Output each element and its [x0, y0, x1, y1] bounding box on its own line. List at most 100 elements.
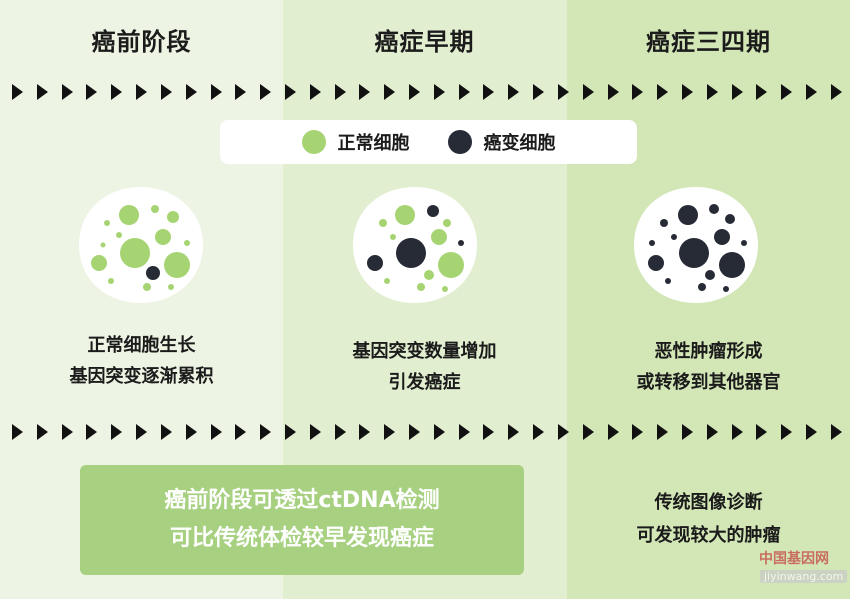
arrow-chevron-icon [508, 84, 520, 100]
arrow-chevron-icon [136, 424, 148, 440]
arrow-chevron-icon [681, 84, 693, 100]
arrow-chevron-icon [756, 84, 768, 100]
arrow-chevron-icon [111, 424, 123, 440]
arrow-chevron-icon [284, 84, 296, 100]
arrow-chevron-icon [731, 84, 743, 100]
arrow-chevron-icon [557, 424, 569, 440]
arrow-chevron-icon [582, 424, 594, 440]
arrow-chevron-icon [409, 424, 420, 440]
watermark-logo: 中国基因网 jiyinwang.com [746, 548, 848, 592]
arrow-chevron-icon [458, 84, 470, 100]
legend-item-normal: 正常细胞 [301, 129, 410, 155]
cancer-cell-swatch [447, 130, 472, 154]
arrow-chevron-icon [409, 84, 420, 100]
arrow-row-middle [12, 420, 842, 444]
tissue-late-illustration [630, 183, 762, 307]
caption-late-line-2: 或转移到其他器官 [636, 372, 781, 393]
arrow-chevron-icon [86, 424, 98, 440]
legend: 正常细胞 癌变细胞 [220, 120, 637, 164]
tissue-early-illustration [349, 183, 481, 307]
arrow-chevron-icon [557, 84, 569, 100]
arrow-chevron-icon [533, 84, 545, 100]
arrow-chevron-icon [781, 424, 793, 440]
arrow-chevron-icon [235, 424, 247, 440]
arrow-chevron-icon [359, 84, 371, 100]
arrow-chevron-icon [12, 424, 23, 440]
tissue-precancer-svg [79, 187, 203, 303]
caption-precancer-line-2: 基因突变逐渐累积 [69, 366, 214, 387]
arrow-chevron-icon [334, 84, 346, 100]
arrow-chevron-icon [458, 424, 470, 440]
arrow-chevron-icon [533, 424, 545, 440]
caption-early-line-2: 引发癌症 [388, 372, 461, 393]
arrow-chevron-icon [185, 424, 197, 440]
arrow-chevron-icon [607, 84, 619, 100]
arrow-chevron-icon [632, 424, 644, 440]
note-line-2: 可发现较大的肿瘤 [636, 525, 781, 546]
arrow-chevron-icon [61, 84, 73, 100]
arrow-chevron-icon [806, 84, 817, 100]
stage-title-late: 癌症三四期 [646, 28, 771, 56]
caption-early: 基因突变数量增加 引发癌症 [283, 336, 566, 398]
arrow-chevron-icon [706, 84, 718, 100]
caption-precancer-line-1: 正常细胞生长 [87, 335, 196, 356]
arrow-chevron-icon [657, 424, 669, 440]
arrow-chevron-icon [830, 424, 842, 440]
stage-title-precancer: 癌前阶段 [91, 28, 192, 56]
arrow-chevron-icon [433, 424, 445, 440]
watermark-url: jiyinwang.com [760, 570, 848, 583]
arrow-chevron-icon [632, 84, 644, 100]
arrow-chevron-icon [260, 424, 272, 440]
legend-item-cancer: 癌变细胞 [447, 129, 556, 155]
arrow-chevron-icon [260, 84, 272, 100]
arrow-chevron-icon [384, 424, 396, 440]
caption-precancer: 正常细胞生长 基因突变逐渐累积 [0, 330, 283, 392]
arrow-chevron-icon [284, 424, 296, 440]
arrow-chevron-icon [657, 84, 669, 100]
arrow-chevron-icon [756, 424, 768, 440]
arrow-chevron-icon [433, 84, 445, 100]
tissue-precancer-illustration [75, 183, 207, 307]
caption-early-line-1: 基因突变数量增加 [352, 341, 497, 362]
note-line-1: 传统图像诊断 [654, 492, 763, 513]
stage-title-early: 癌症早期 [374, 28, 475, 56]
arrow-chevron-icon [36, 84, 48, 100]
watermark-name: 中国基因网 [759, 551, 829, 567]
arrow-chevron-icon [781, 84, 793, 100]
arrow-chevron-icon [136, 84, 148, 100]
arrow-chevron-icon [210, 424, 222, 440]
arrow-chevron-icon [508, 424, 520, 440]
arrow-chevron-icon [235, 84, 247, 100]
arrow-chevron-icon [61, 424, 73, 440]
arrow-chevron-icon [86, 84, 98, 100]
tissue-late-svg [634, 187, 758, 303]
arrow-chevron-icon [309, 424, 321, 440]
banner-line-1: 癌前阶段可透过ctDNA检测 [164, 488, 440, 513]
arrow-chevron-icon [706, 424, 718, 440]
arrow-chevron-icon [160, 424, 172, 440]
arrow-chevron-icon [806, 424, 817, 440]
arrow-chevron-icon [334, 424, 346, 440]
arrow-chevron-icon [160, 84, 172, 100]
arrow-row-top [12, 80, 842, 104]
normal-cell-swatch [301, 130, 326, 154]
arrow-chevron-icon [309, 84, 321, 100]
arrow-chevron-icon [607, 424, 619, 440]
caption-late: 恶性肿瘤形成 或转移到其他器官 [567, 336, 850, 398]
legend-label-cancer: 癌变细胞 [483, 133, 556, 154]
legend-label-normal: 正常细胞 [337, 133, 410, 154]
arrow-chevron-icon [731, 424, 743, 440]
arrow-chevron-icon [830, 84, 842, 100]
arrow-chevron-icon [210, 84, 222, 100]
arrow-chevron-icon [681, 424, 693, 440]
caption-late-line-1: 恶性肿瘤形成 [654, 341, 763, 362]
arrow-chevron-icon [582, 84, 594, 100]
banner-line-2: 可比传统体检较早发现癌症 [169, 526, 434, 551]
imaging-note: 传统图像诊断 可发现较大的肿瘤 [567, 486, 850, 552]
arrow-chevron-icon [384, 84, 396, 100]
arrow-chevron-icon [185, 84, 197, 100]
ctdna-banner: 癌前阶段可透过ctDNA检测 可比传统体检较早发现癌症 [80, 465, 524, 575]
arrow-chevron-icon [36, 424, 48, 440]
arrow-chevron-icon [483, 424, 495, 440]
